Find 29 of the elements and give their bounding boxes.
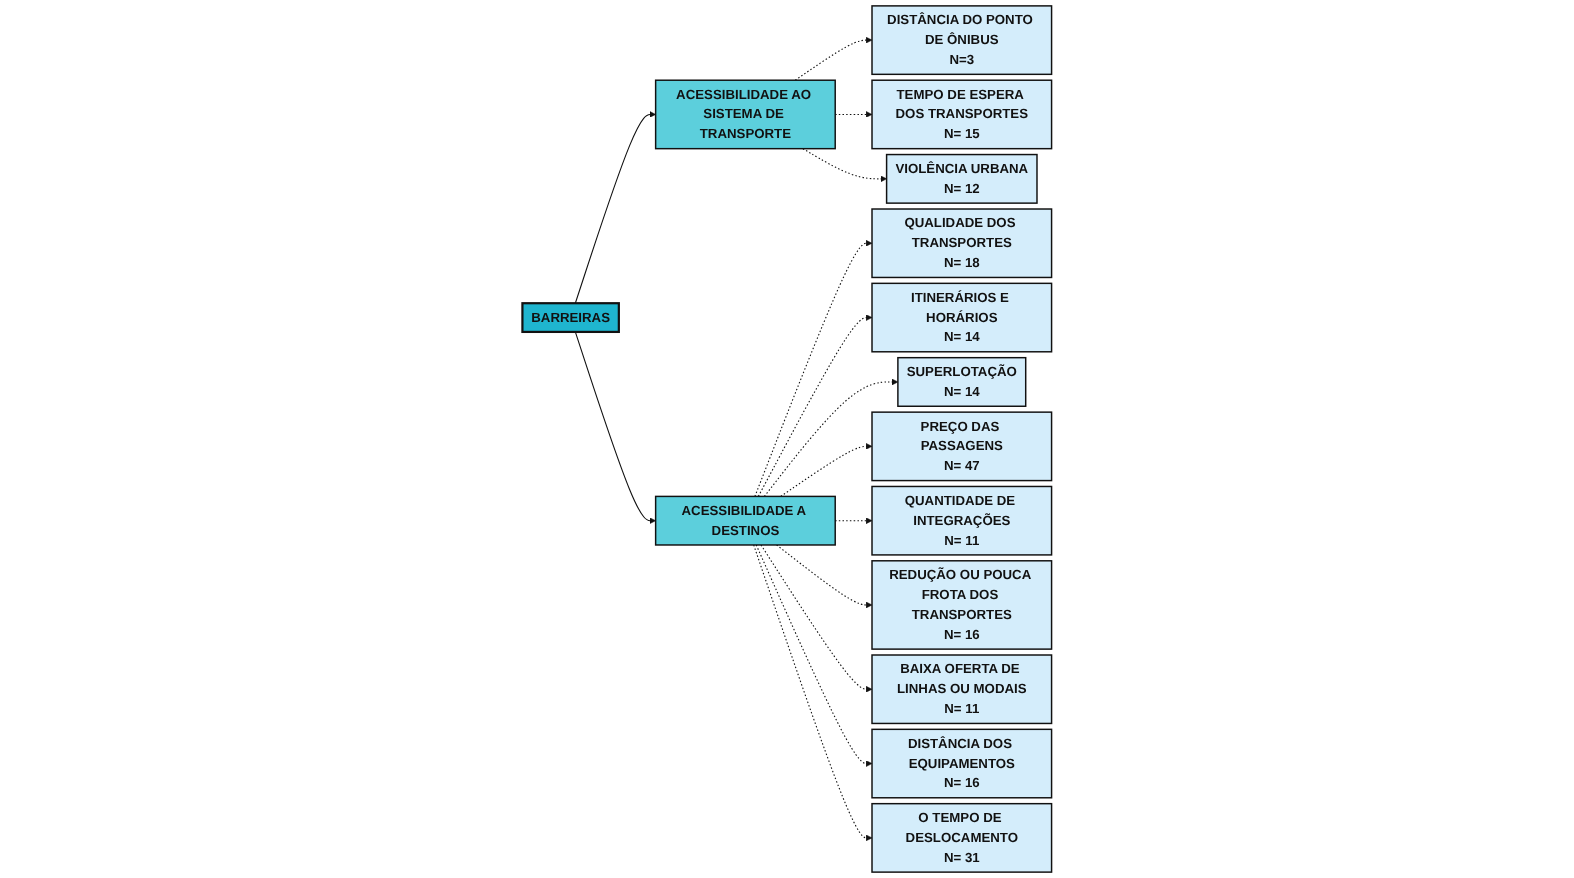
arrow [574,331,656,524]
node-box [871,728,1053,799]
arrow [755,544,873,767]
node-box [871,5,1053,76]
node-box [885,153,1038,204]
arrow [754,240,873,497]
node-box [871,79,1053,150]
arrow [780,443,873,497]
node-box [654,495,836,546]
node-box [654,79,836,150]
node-box [871,654,1053,725]
node-box [521,302,620,334]
arrow [753,544,873,842]
arrow [802,148,887,183]
node-box [871,208,1053,279]
arrow [776,544,873,609]
arrow [834,517,873,524]
arrow [794,36,873,81]
node-box [871,411,1053,482]
node-box [897,356,1027,407]
node-box [871,560,1053,650]
node-box [871,485,1053,556]
arrow [834,111,873,118]
node-box [871,802,1053,873]
arrow [760,544,873,693]
arrow [757,314,873,497]
node-box [871,282,1053,353]
arrow [763,378,899,497]
arrow [574,111,656,304]
